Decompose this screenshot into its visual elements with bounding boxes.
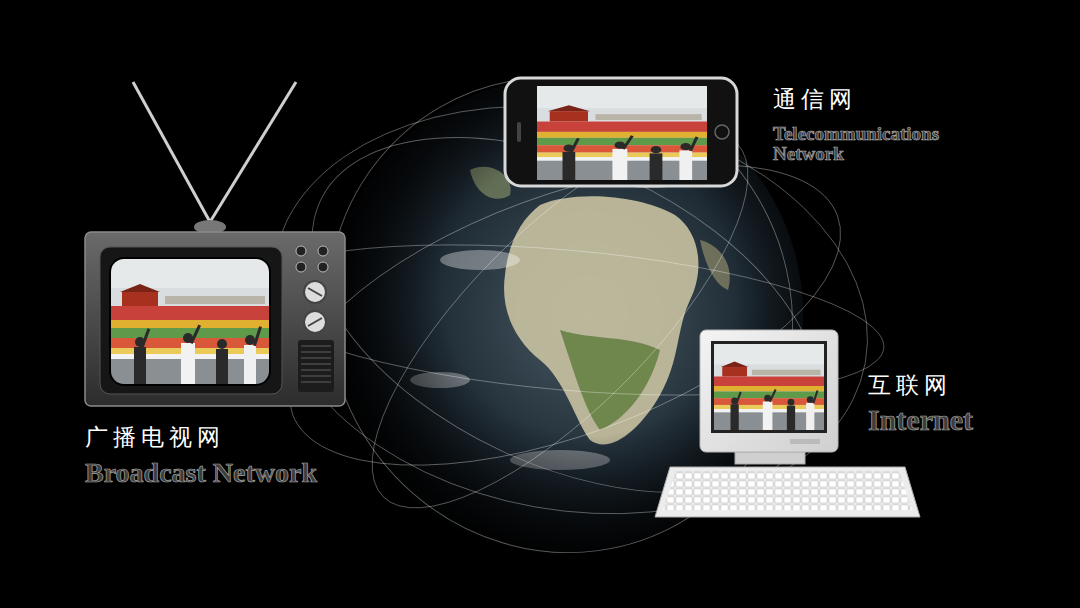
mobile-phone [505, 78, 737, 186]
chinese-title: 互联网 [868, 372, 973, 400]
english-subtitle: Telecommunications Network [773, 124, 983, 164]
network-label: 广播电视网 Broadcast Network [85, 424, 317, 487]
network-label: 通信网 Telecommunications Network [773, 86, 983, 163]
english-subtitle: Internet [868, 404, 973, 436]
network-label: 互联网 Internet [868, 372, 973, 435]
chinese-title: 通信网 [773, 86, 983, 114]
english-subtitle: Broadcast Network [85, 458, 317, 487]
television [85, 82, 345, 406]
chinese-title: 广播电视网 [85, 424, 317, 452]
